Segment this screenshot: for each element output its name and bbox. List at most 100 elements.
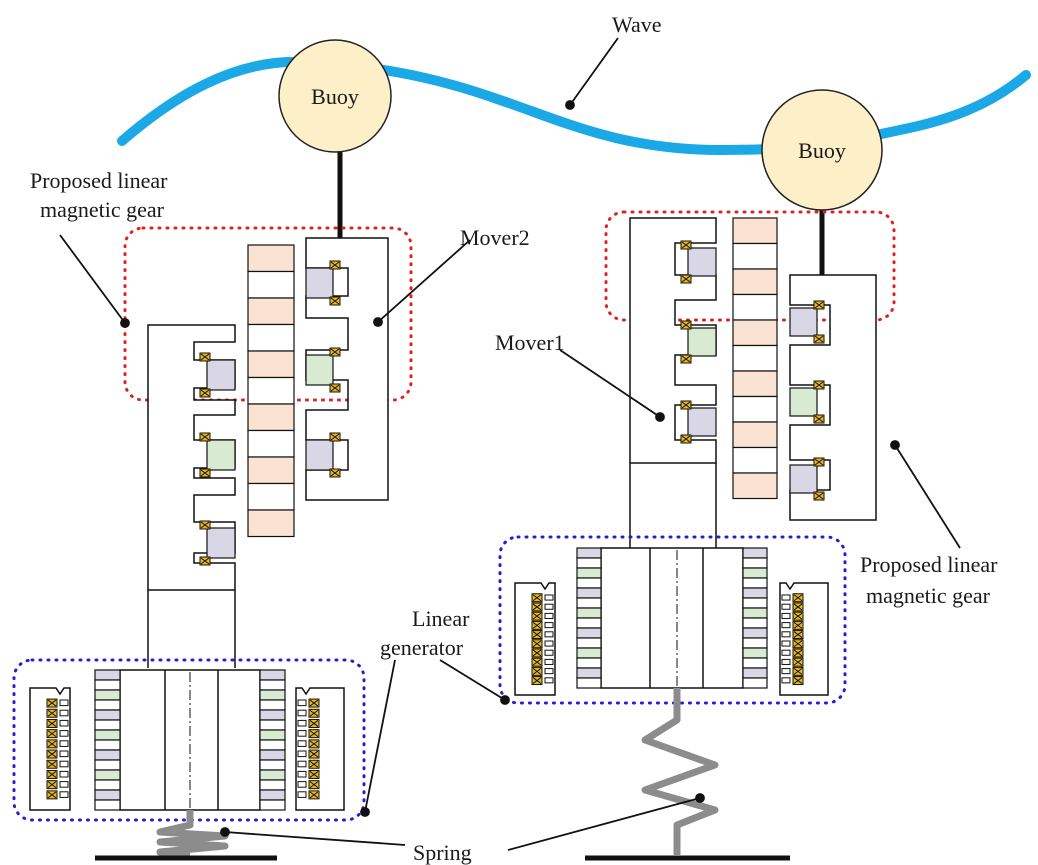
stator-tooth: [297, 791, 307, 798]
generator-magnet: [94, 759, 121, 771]
stator-tooth: [544, 603, 554, 610]
stator-tooth: [297, 760, 307, 768]
coil-cross: [532, 612, 542, 620]
coil-cross: [793, 667, 803, 675]
stator-tooth: [781, 649, 791, 656]
stator-tooth: [59, 719, 69, 727]
generator-magnet: [576, 627, 602, 639]
right-mover2-outline: [789, 274, 877, 521]
coil-cross: [532, 667, 542, 675]
coil-cross: [309, 781, 319, 789]
modulator-segment: [732, 293, 778, 321]
generator-magnet: [259, 739, 286, 751]
coil-cross: [309, 720, 319, 727]
generator-magnet: [94, 799, 121, 811]
generator-magnet: [94, 719, 121, 731]
generator-magnet: [94, 739, 121, 751]
modulator-segment: [247, 456, 295, 485]
stator-tooth: [544, 668, 554, 675]
right-buoy-label: Buoy: [798, 138, 846, 163]
coil-cross: [309, 699, 319, 707]
coil-cross: [681, 401, 691, 409]
generator-magnet: [576, 677, 602, 689]
permanent-magnet: [305, 267, 334, 299]
stator-tooth: [544, 612, 554, 619]
coil-cross: [200, 469, 210, 477]
permanent-magnet: [687, 407, 717, 437]
stator-tooth: [544, 677, 554, 684]
left-mover2-outline: [305, 237, 389, 501]
stator-tooth: [781, 612, 791, 619]
coil-cross: [200, 433, 210, 441]
generator-magnet: [576, 587, 602, 599]
permanent-magnet: [789, 307, 818, 337]
stator-tooth: [59, 730, 69, 737]
right-system: Buoy: [498, 89, 896, 861]
coil-cross: [309, 730, 319, 738]
left-gear-label-line1: Proposed linear: [30, 168, 168, 193]
right-mover2-magnets: [789, 300, 825, 501]
stator-tooth: [59, 750, 69, 758]
coil-cross: [200, 353, 210, 361]
stator-tooth: [59, 699, 69, 707]
generator-magnet: [259, 679, 286, 691]
coil-cross: [47, 699, 57, 707]
coil-cross: [793, 612, 803, 620]
generator-magnet: [259, 779, 286, 791]
wave-label: Wave: [612, 12, 662, 37]
generator-magnet: [742, 567, 768, 579]
stator-tooth: [297, 750, 307, 758]
generator-magnet: [259, 699, 286, 711]
coil-cross: [47, 730, 57, 738]
modulator-segment: [732, 319, 778, 347]
permanent-magnet: [305, 439, 334, 471]
coil-cross: [814, 492, 824, 500]
generator-magnet: [742, 547, 768, 559]
generator-magnet: [576, 667, 602, 679]
stator-tooth: [781, 594, 791, 601]
coil-cross: [532, 594, 542, 602]
mover1-label: Mover1: [495, 330, 565, 355]
generator-magnet: [576, 607, 602, 619]
coil-cross: [793, 621, 803, 629]
generator-magnet: [576, 577, 602, 589]
right-generator-boundary: [498, 535, 847, 705]
stator-tooth: [781, 668, 791, 675]
stator-tooth: [297, 781, 307, 788]
coil-cross: [309, 771, 319, 778]
coil-cross: [47, 781, 57, 789]
coil-cross: [532, 603, 542, 611]
left-mover1-magnets: [199, 352, 236, 566]
generator-magnet: [576, 567, 602, 579]
modulator-segment: [732, 472, 778, 500]
modulator-segment: [247, 482, 295, 511]
coil-cross: [532, 631, 542, 638]
coil-cross: [47, 791, 57, 799]
coil-cross: [330, 297, 340, 305]
left-buoy-label: Buoy: [311, 84, 359, 109]
generator-magnet: [742, 557, 768, 569]
generator-magnet: [576, 657, 602, 669]
generator-magnet: [259, 719, 286, 731]
generator-magnet: [742, 577, 768, 589]
modulator-segment: [732, 268, 778, 296]
generator-magnet: [576, 647, 602, 659]
left-generator: [29, 669, 345, 811]
left-generator-boundary: [12, 658, 366, 822]
stator-tooth: [781, 658, 791, 665]
coil-cross: [532, 621, 542, 629]
modulator-segment: [247, 297, 295, 326]
coil-cross: [200, 557, 210, 565]
coil-cross: [47, 760, 57, 768]
coil-cross: [47, 709, 57, 717]
stator-tooth: [59, 760, 69, 768]
coil-cross: [793, 658, 803, 666]
coil-cross: [814, 381, 824, 389]
left-buoy: [278, 39, 392, 153]
coil-cross: [47, 771, 57, 778]
stator-tooth: [544, 649, 554, 656]
modulator-segment: [247, 429, 295, 458]
generator-magnet: [576, 597, 602, 609]
stator-tooth: [781, 631, 791, 638]
coil-cross: [814, 335, 824, 343]
